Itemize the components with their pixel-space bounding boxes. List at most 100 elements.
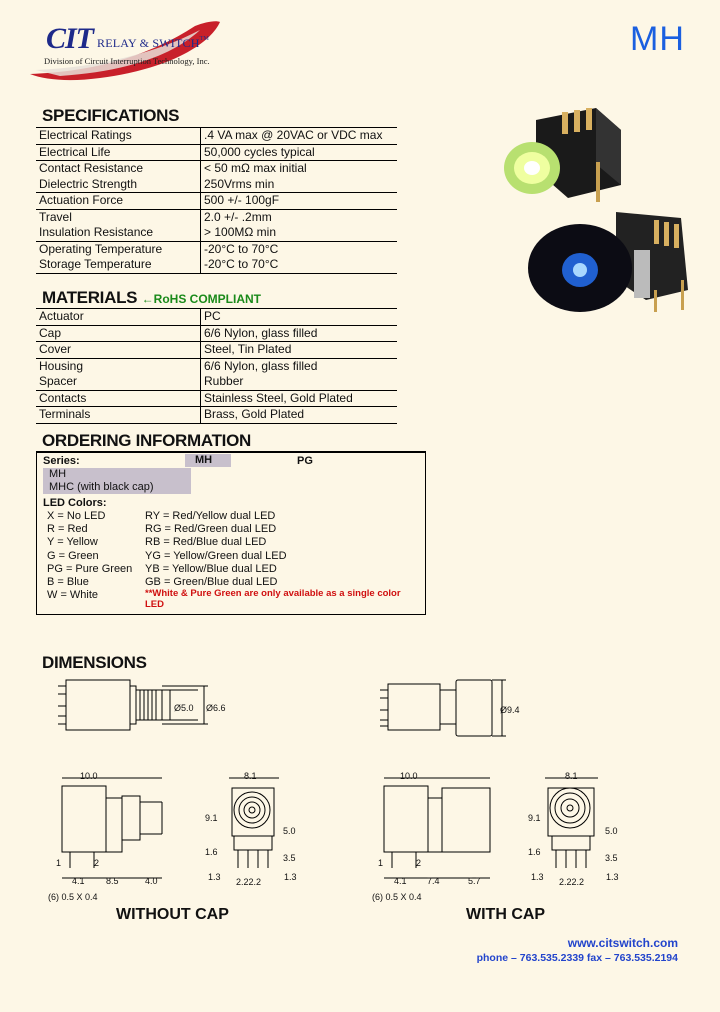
led-option: YB = Yellow/Blue dual LED bbox=[145, 562, 277, 575]
dimensions-title: DIMENSIONS bbox=[42, 653, 147, 672]
dim-pin-size: (6) 0.5 X 0.4 bbox=[48, 892, 98, 902]
pin-label-1: 1 bbox=[56, 858, 62, 868]
side-view-with-cap bbox=[380, 679, 506, 737]
spec-label: Insulation Resistance bbox=[36, 225, 201, 242]
spec-label: Dielectric Strength bbox=[36, 176, 201, 193]
spec-label: Electrical Ratings bbox=[36, 127, 201, 145]
rohs-badge: ←RoHS COMPLIANT bbox=[141, 292, 261, 306]
dim-pin-offset: 1.3 bbox=[208, 872, 221, 882]
dim-pin-length: 3.5 bbox=[283, 853, 296, 863]
drawing-with-cap bbox=[383, 777, 598, 879]
led-option: B = Blue bbox=[47, 576, 89, 589]
led-dual-list: RY = Red/Yellow dual LED RG = Red/Green … bbox=[145, 510, 287, 589]
material-part: Contacts bbox=[36, 390, 201, 407]
led-option: RY = Red/Yellow dual LED bbox=[145, 510, 276, 522]
dim-length: 10.0 bbox=[80, 771, 98, 781]
dim-body-depth: 8.5 bbox=[106, 876, 119, 886]
spec-value: 250Vrms min bbox=[200, 176, 397, 193]
dim-cap-diameter-with-cap: Ø9.4 bbox=[500, 705, 520, 715]
spec-value: .4 VA max @ 20VAC or VDC max bbox=[200, 127, 397, 145]
spec-value: -20°C to 70°C bbox=[204, 241, 279, 256]
spec-value: -20°C to 70°C bbox=[200, 257, 397, 274]
series-code-cell: MH bbox=[185, 454, 231, 467]
pin-label-2: 2 bbox=[94, 858, 100, 868]
series-label: Series: bbox=[43, 455, 80, 467]
dim-pin-offset: 1.3 bbox=[531, 872, 544, 882]
material-value: Stainless Steel, Gold Plated bbox=[200, 390, 397, 407]
specifications-title: SPECIFICATIONS bbox=[42, 106, 180, 125]
led-colors-label: LED Colors: bbox=[43, 497, 107, 509]
specifications-table: Electrical Ratings.4 VA max @ 20VAC or V… bbox=[36, 127, 397, 274]
material-part: Spacer bbox=[36, 374, 201, 391]
logo-division: Division of Circuit Interruption Technol… bbox=[44, 56, 210, 66]
website-link[interactable]: www.citswitch.com bbox=[567, 936, 678, 950]
example-code: PG bbox=[297, 455, 313, 467]
contact-phone: phone – 763.535.2339 fax – 763.535.2194 bbox=[476, 952, 678, 964]
dim-pin-pitch: 2.22.2 bbox=[559, 877, 585, 887]
logo-tagline: RELAY & SWITCHTM bbox=[97, 36, 209, 50]
dim-pin-offset: 1.3 bbox=[284, 872, 297, 882]
caption-with-cap: WITH CAP bbox=[466, 906, 546, 923]
series-code: MH bbox=[630, 20, 685, 58]
side-view-without-cap bbox=[58, 679, 208, 731]
dim-height: 9.1 bbox=[205, 813, 218, 823]
led-option: W = White bbox=[47, 589, 99, 602]
led-option: Y = Yellow bbox=[47, 536, 98, 549]
material-value: 6/6 Nylon, glass filled bbox=[204, 358, 318, 373]
ordering-box: Series: MH PG MH MHC (with black cap) LE… bbox=[36, 451, 426, 615]
dim-cap-length: 5.7 bbox=[468, 876, 481, 886]
led-option: X = No LED bbox=[47, 510, 106, 522]
materials-title: MATERIALS bbox=[42, 288, 138, 307]
spec-value: < 50 mΩ max initial bbox=[204, 161, 307, 176]
dim-center: 5.0 bbox=[283, 826, 296, 836]
dim-body-depth: 7.4 bbox=[427, 876, 440, 886]
material-value: Steel, Tin Plated bbox=[200, 341, 397, 359]
led-option: RG = Red/Green dual LED bbox=[145, 523, 277, 536]
dim-height: 9.1 bbox=[528, 813, 541, 823]
material-value: 6/6 Nylon, glass filled bbox=[200, 325, 397, 342]
dim-actuator-length: 4.0 bbox=[145, 876, 158, 886]
material-part: Actuator bbox=[36, 308, 201, 326]
spec-label: Storage Temperature bbox=[36, 257, 201, 274]
spec-value: 50,000 cycles typical bbox=[200, 144, 397, 161]
pin-label-1: 1 bbox=[378, 858, 384, 868]
dim-pin-size: (6) 0.5 X 0.4 bbox=[372, 892, 422, 902]
dim-width: 8.1 bbox=[565, 771, 578, 781]
material-value: Brass, Gold Plated bbox=[200, 406, 397, 424]
material-part: Cover bbox=[36, 341, 201, 359]
material-part: Terminals bbox=[36, 406, 201, 424]
availability-note: **White & Pure Green are only available … bbox=[145, 588, 401, 610]
ordering-title: ORDERING INFORMATION bbox=[42, 431, 252, 450]
spec-value: 500 +/- 100gF bbox=[200, 192, 397, 210]
drawing-without-cap bbox=[61, 777, 279, 879]
caption-without-cap: WITHOUT CAP bbox=[116, 906, 229, 923]
dim-pin-offset: 1.3 bbox=[606, 872, 619, 882]
dim-pin-length: 3.5 bbox=[605, 853, 618, 863]
dim-standoff: 1.6 bbox=[528, 847, 541, 857]
material-value: Rubber bbox=[200, 374, 397, 391]
dim-center: 5.0 bbox=[605, 826, 618, 836]
led-option: PG = Pure Green bbox=[47, 562, 133, 575]
dim-length: 10.0 bbox=[400, 771, 418, 781]
materials-heading: MATERIALS ←RoHS COMPLIANT bbox=[42, 288, 261, 308]
spec-label: Operating Temperature bbox=[36, 241, 201, 257]
logo-brand: CIT bbox=[46, 22, 94, 55]
spec-value: 2.0 +/- .2mm bbox=[204, 209, 272, 224]
material-part: Cap bbox=[36, 325, 201, 342]
spec-label: Contact Resistance bbox=[36, 160, 201, 177]
dim-body-diameter: Ø6.6 bbox=[206, 703, 226, 713]
spec-value: > 100MΩ min bbox=[200, 225, 397, 242]
dim-pin-pitch: 2.22.2 bbox=[236, 877, 262, 887]
led-option: YG = Yellow/Green dual LED bbox=[145, 549, 287, 562]
dim-pin-spacing: 4.1 bbox=[72, 876, 85, 886]
spec-label: Electrical Life bbox=[36, 144, 201, 161]
dim-pin-spacing: 4.1 bbox=[394, 876, 407, 886]
series-option: MH bbox=[43, 468, 191, 481]
led-option: GB = Green/Blue dual LED bbox=[145, 576, 278, 589]
dim-standoff: 1.6 bbox=[205, 847, 218, 857]
material-value: PC bbox=[200, 308, 397, 326]
product-photo bbox=[504, 108, 688, 312]
led-option: RB = Red/Blue dual LED bbox=[145, 536, 267, 549]
pin-label-2: 2 bbox=[416, 858, 422, 868]
dim-cap-diameter: Ø5.0 bbox=[174, 703, 194, 713]
